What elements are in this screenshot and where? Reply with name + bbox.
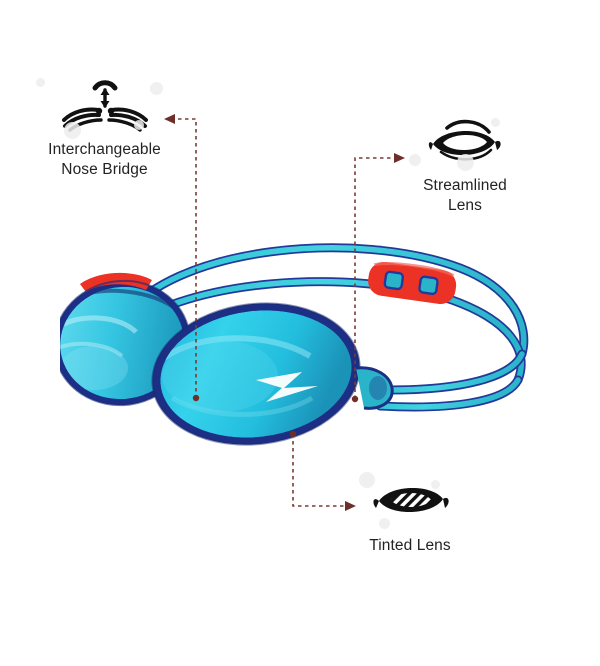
annotation-tinted-lens: Tinted Lens: [345, 472, 475, 556]
nose-bridge-icon: [61, 80, 148, 132]
tinted-lens-icon-wrap: [345, 472, 475, 529]
annotation-label-tinted-lens: Tinted Lens: [369, 537, 451, 554]
nose-bridge-icon-wrap: [22, 76, 187, 139]
tinted-lens-icon: [373, 487, 449, 513]
bubble-decor: [36, 78, 45, 87]
strap-connector: [355, 366, 394, 410]
bubble-decor: [150, 82, 163, 95]
annotation-label-nose-bridge: Interchangeable Nose Bridge: [48, 141, 161, 179]
annotation-streamlined-lens: Streamlined Lens: [395, 112, 535, 216]
streamlined-lens-icon: [428, 119, 501, 161]
annotation-label-streamlined-lens: Streamlined Lens: [423, 177, 507, 215]
bubble-decor: [409, 154, 421, 166]
streamlined-lens-icon-wrap: [395, 112, 535, 171]
annotation-nose-bridge: Interchangeable Nose Bridge: [22, 76, 187, 180]
brand-logo: [256, 372, 318, 402]
product-image-goggles: [60, 243, 529, 449]
